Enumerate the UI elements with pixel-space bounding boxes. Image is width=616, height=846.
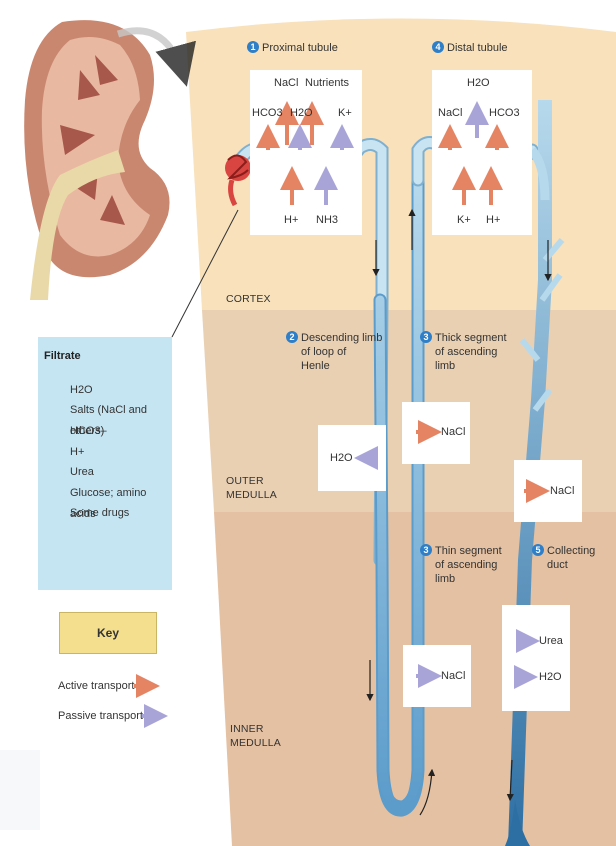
key-box: Key (59, 612, 157, 654)
filtrate-callout-line (171, 209, 239, 338)
zone-cortex: CORTEX (226, 293, 271, 305)
filtrate-item: Glucose; amino acids (70, 487, 147, 520)
key-passive-transport: Passive transport (58, 710, 143, 722)
transport-boxes (250, 70, 582, 711)
collecting-urea-h2o-box (502, 605, 570, 711)
filtrate-item: Urea (70, 466, 94, 478)
filtrate-title: Filtrate (44, 350, 81, 362)
filtrate-item: Salts (NaCl and others) (70, 404, 148, 437)
proximal-label-h2o: H2O (290, 107, 313, 119)
distal-label-h2o: H2O (467, 77, 490, 89)
filtrate-panel: Filtrate H2O Salts (NaCl and others) HCO… (38, 337, 172, 590)
proximal-label-hco3: HCO3 (252, 107, 283, 119)
distal-label-h: H+ (486, 214, 501, 226)
key-active-transport: Active transport (58, 680, 135, 692)
proximal-label-nutrients: Nutrients (305, 77, 350, 89)
filtrate-panel-bg (38, 337, 172, 590)
proximal-box (250, 70, 362, 235)
thin-nacl-label: NaCl (441, 670, 466, 682)
proximal-label-h: H+ (284, 214, 299, 226)
kidney-illustration (24, 20, 196, 300)
transport-arrows (256, 101, 550, 689)
collecting-urea-label: Urea (539, 635, 563, 647)
distal-label-hco3: HCO3 (489, 107, 520, 119)
collecting-h2o-label: H2O (539, 671, 562, 683)
filtrate-item: H2O (70, 384, 93, 396)
proximal-label-k: K+ (338, 107, 352, 119)
filtrate-item: Some drugs (70, 507, 130, 519)
distal-label-k: K+ (457, 214, 471, 226)
proximal-label-nacl: NaCl (274, 77, 299, 89)
distal-label-nacl: NaCl (438, 107, 463, 119)
glomerulus-icon (225, 154, 251, 207)
thick-nacl-label: NaCl (441, 426, 466, 438)
collecting-nacl-label: NaCl (550, 485, 575, 497)
filtrate-item: H+ (70, 446, 85, 458)
curved-arrow-icon (116, 27, 196, 87)
proximal-label-nh3: NH3 (316, 214, 339, 226)
distal-box (432, 70, 532, 235)
key-arrows (134, 674, 168, 728)
descending-h2o-label: H2O (330, 452, 353, 464)
filtrate-item: HCO3– (70, 425, 107, 437)
